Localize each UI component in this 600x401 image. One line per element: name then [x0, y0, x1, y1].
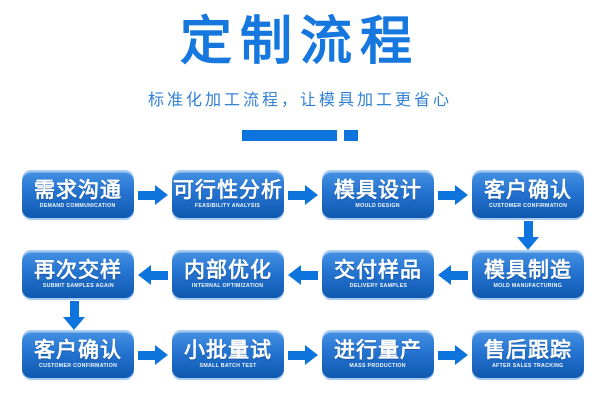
page-title: 定制流程 [179, 13, 420, 71]
step-small-batch-test: 小批量试 SMALL BATCH TEST [172, 332, 284, 378]
step-label-en: CUSTOMER CONFIRMATION [488, 203, 568, 209]
step-label-zh: 模具设计 [334, 178, 422, 202]
step-mould-design: 模具设计 MOULD DESIGN [322, 172, 434, 218]
step-mold-manufacturing: 模具制造 MOLD MANUFACTURING [472, 252, 584, 298]
step-label-en: DEMAND COMMUNICATION [40, 203, 116, 209]
step-customer-confirmation-2: 客户确认 CUSTOMER CONFIRMATION [22, 332, 134, 378]
step-mass-production: 进行量产 MASS PRODUCTION [322, 332, 434, 378]
step-label-zh: 内部优化 [184, 258, 272, 282]
arrow-right-icon [284, 345, 322, 365]
arrow-right-icon [284, 185, 322, 205]
step-label-en: AFTER SALES TRACKING [492, 363, 564, 369]
step-label-en: FEASIBILITY ANALYSIS [195, 203, 261, 209]
arrow-left-icon [134, 265, 172, 285]
arrow-right-icon [134, 345, 172, 365]
arrow-left-icon [284, 265, 322, 285]
step-label-en: MASS PRODUCTION [349, 363, 407, 369]
step-label-zh: 小批量试 [184, 338, 272, 362]
flow-row-1: 需求沟通 DEMAND COMMUNICATION 可行性分析 FEASIBIL… [22, 172, 584, 218]
step-submit-samples-again: 再次交样 SUBMIT SAMPLES AGAIN [22, 252, 134, 298]
step-label-zh: 交付样品 [334, 258, 422, 282]
step-label-zh: 客户确认 [484, 178, 572, 202]
arrow-down-icon [63, 301, 85, 330]
step-label-zh: 客户确认 [34, 338, 122, 362]
step-label-zh: 售后跟踪 [484, 338, 572, 362]
page-subtitle: 标准化加工流程，让模具加工更省心 [147, 92, 452, 109]
step-internal-optimization: 内部优化 INTERNAL OPTIMIZATION [172, 252, 284, 298]
step-label-en: DELIVERY SAMPLES [349, 283, 407, 289]
step-label-en: CUSTOMER CONFIRMATION [38, 363, 118, 369]
step-demand-communication: 需求沟通 DEMAND COMMUNICATION [22, 172, 134, 218]
step-label-zh: 可行性分析 [173, 178, 283, 202]
arrow-left-icon [434, 265, 472, 285]
flow-row-2: 再次交样 SUBMIT SAMPLES AGAIN 内部优化 INTERNAL … [22, 252, 584, 298]
arrow-right-icon [434, 345, 472, 365]
step-label-zh: 进行量产 [334, 338, 422, 362]
step-customer-confirmation-1: 客户确认 CUSTOMER CONFIRMATION [472, 172, 584, 218]
step-label-en: MOULD DESIGN [355, 203, 401, 209]
underline-dot-icon [344, 130, 358, 141]
step-label-en: SMALL BATCH TEST [199, 363, 257, 369]
step-label-en: SUBMIT SAMPLES AGAIN [42, 283, 114, 289]
step-label-en: INTERNAL OPTIMIZATION [192, 283, 264, 289]
arrow-right-icon [134, 185, 172, 205]
title-underline [0, 130, 600, 141]
step-label-zh: 需求沟通 [34, 178, 122, 202]
step-label-en: MOLD MANUFACTURING [493, 283, 563, 289]
step-delivery-samples: 交付样品 DELIVERY SAMPLES [322, 252, 434, 298]
step-feasibility-analysis: 可行性分析 FEASIBILITY ANALYSIS [172, 172, 284, 218]
arrow-down-icon [517, 221, 539, 250]
step-label-zh: 模具制造 [484, 258, 572, 282]
underline-bar-icon [242, 130, 337, 141]
arrow-right-icon [434, 185, 472, 205]
step-after-sales-tracking: 售后跟踪 AFTER SALES TRACKING [472, 332, 584, 378]
flow-row-3: 客户确认 CUSTOMER CONFIRMATION 小批量试 SMALL BA… [22, 332, 584, 378]
step-label-zh: 再次交样 [34, 258, 122, 282]
